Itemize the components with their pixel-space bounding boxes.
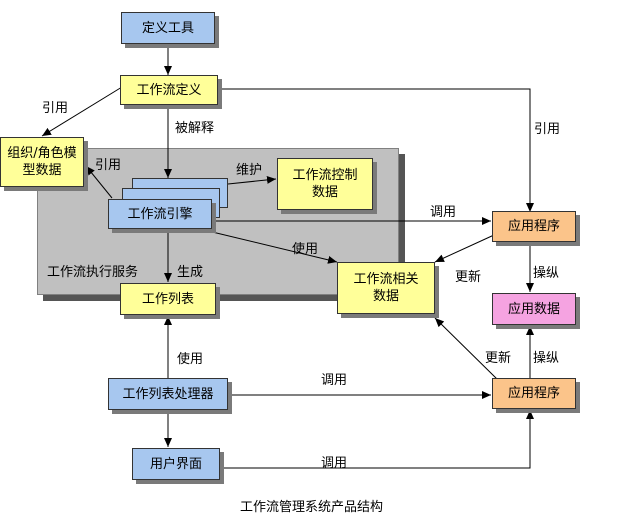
label-manipulate-bottom: 操纵: [533, 351, 560, 366]
node-workflow-engine: 工作流引擎: [108, 199, 212, 229]
edge-app-top-to-relevant-data: [434, 234, 495, 263]
edge-ui-to-app-bottom: [220, 410, 534, 469]
edge-engine-to-org: [85, 165, 113, 199]
label-reference-org: 引用: [42, 101, 69, 116]
diagram-caption: 工作流管理系统产品结构: [239, 500, 383, 515]
label-reference-engine: 引用: [95, 158, 122, 173]
label-invoke-from-handler: 调用: [321, 373, 348, 388]
workflow-execution-service-label: 工作流执行服务: [47, 265, 139, 280]
node-user-interface: 用户界面: [132, 448, 220, 480]
node-workflow-relevant-data: 工作流相关 数据: [337, 262, 435, 314]
node-workflow-control-data: 工作流控制 数据: [277, 158, 373, 210]
label-generate: 生成: [177, 265, 204, 280]
label-reference-app: 引用: [534, 122, 561, 137]
node-definition-tool: 定义工具: [121, 12, 215, 44]
label-invoke-app: 调用: [430, 205, 457, 220]
node-workflow-definition: 工作流定义: [120, 75, 218, 105]
label-use-worklist: 使用: [177, 352, 204, 367]
node-application-top: 应用程序: [492, 211, 576, 242]
label-invoke-from-ui: 调用: [321, 456, 348, 471]
label-update-top: 更新: [455, 270, 482, 285]
label-manipulate-top: 操纵: [533, 266, 560, 281]
node-org-role-model-data: 组织/角色模 型数据: [0, 137, 84, 187]
edge-engine-to-control-data: [227, 175, 277, 185]
node-application-bottom: 应用程序: [492, 378, 576, 409]
edge-app-bottom-to-relevant-data: [434, 317, 499, 381]
node-worklist-handler: 工作列表处理器: [108, 378, 228, 410]
label-use-relevant: 使用: [292, 242, 319, 257]
edge-engine-to-relevant-data: [203, 229, 338, 264]
label-update-bottom: 更新: [485, 351, 512, 366]
node-application-data: 应用数据: [492, 293, 576, 325]
label-maintain: 维护: [236, 163, 263, 178]
node-worklist: 工作列表: [120, 283, 216, 315]
edge-definition-to-org: [41, 86, 123, 137]
label-interpreted: 被解释: [175, 121, 215, 136]
edge-definition-to-app-top: [218, 88, 534, 212]
